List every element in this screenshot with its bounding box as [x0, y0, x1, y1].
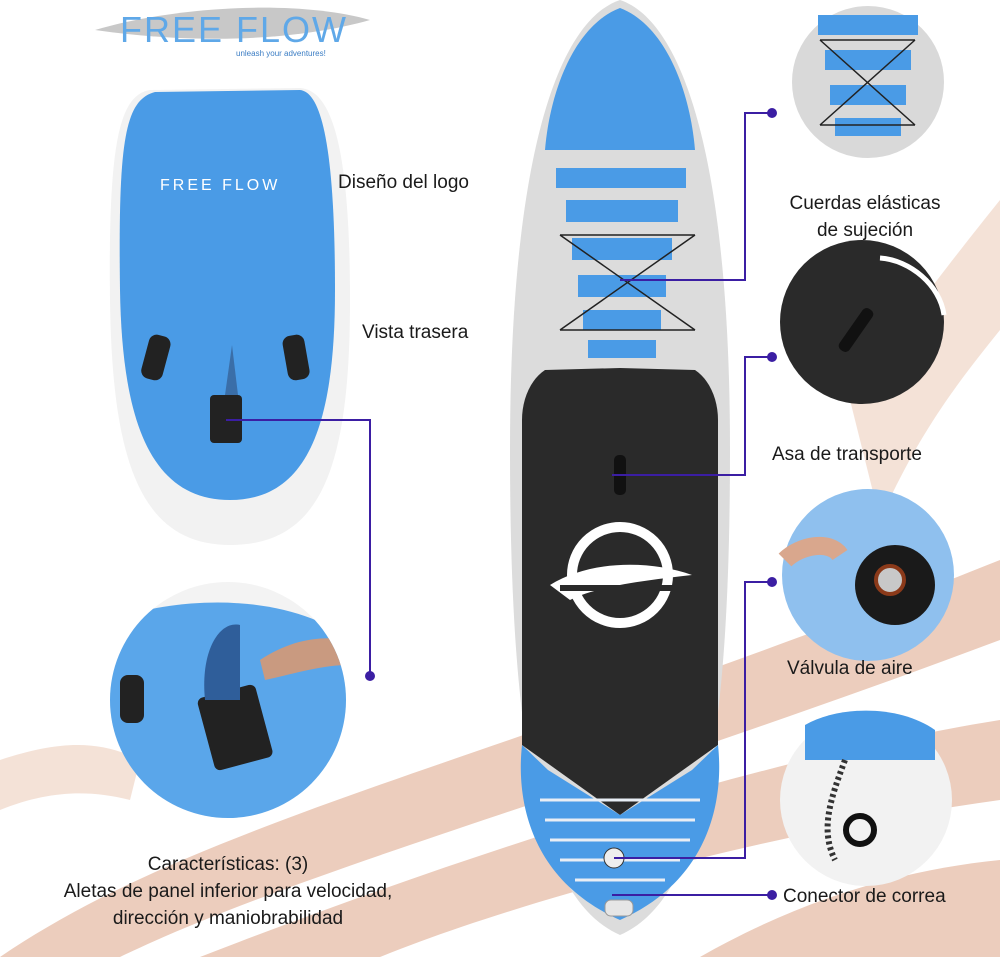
features-line1: Características: (3)	[147, 854, 309, 875]
label-air-valve: Válvula de aire	[787, 658, 913, 679]
label-leash-connector: Conector de correa	[783, 886, 946, 907]
svg-text:FREE FLOW: FREE FLOW	[120, 9, 348, 50]
features-line2: Aletas de panel inferior para velocidad,	[63, 881, 393, 902]
free-flow-logo: FREE FLOW unleash your adventures!	[95, 7, 370, 58]
callout-lines	[226, 112, 772, 896]
label-rear-view: Vista trasera	[362, 322, 469, 343]
svg-text:unleash your adventures!: unleash your adventures!	[236, 49, 326, 58]
bungee-cord-detail	[792, 6, 944, 158]
label-bungee-line1: Cuerdas elásticas	[789, 193, 941, 214]
features-caption: Características: (3) Aletas de panel inf…	[0, 851, 456, 932]
label-logo-design: Diseño del logo	[338, 172, 469, 193]
callout-dots	[365, 108, 777, 900]
board-logo: FREE FLOW	[160, 177, 280, 194]
rear-view-board: FREE FLOW	[109, 88, 350, 545]
carry-handle-detail	[780, 240, 947, 404]
label-carry-handle: Asa de transporte	[772, 444, 922, 465]
leash-connector-detail	[780, 710, 952, 886]
air-valve-detail	[778, 489, 954, 661]
features-line3: dirección y maniobrabilidad	[112, 908, 344, 929]
label-bungee-cords: Cuerdas elásticas de sujeción	[765, 190, 965, 244]
fin-detail-circle	[110, 582, 346, 818]
label-bungee-line2: de sujeción	[816, 220, 914, 241]
board-emblem	[550, 522, 692, 628]
main-board-top-view	[510, 0, 730, 935]
